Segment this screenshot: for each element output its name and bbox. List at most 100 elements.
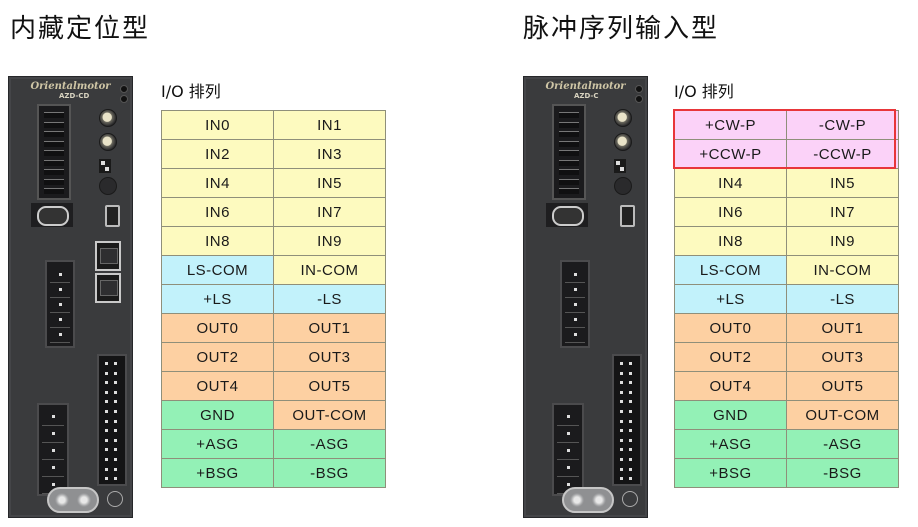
connector-pin [44,140,64,147]
connector-pin [617,427,637,434]
connector-pin [42,460,64,477]
pin-cell: +CW-P [674,110,787,140]
pin-cell: IN-COM [786,255,899,285]
connector-pin [102,427,122,434]
connector-pin [565,298,585,313]
screw-icon [77,493,91,507]
connector-pin [102,466,122,473]
pin-cell: LS-COM [161,255,274,285]
connector-pin [617,398,637,405]
pin-cell: IN0 [161,110,274,140]
pin-cell: IN4 [674,168,787,198]
power-led-icon [120,85,128,93]
pin-cell: IN5 [786,168,899,198]
connector-pin [617,446,637,453]
connector-pin [102,475,122,482]
driver-device-image: Orientalmotor AZD-C [523,76,648,518]
pin-cell: -CW-P [786,110,899,140]
pin-cell: IN7 [786,197,899,227]
connector-pin [565,268,585,283]
connector-pin [617,475,637,482]
pin-cell: +ASG [161,429,274,459]
io-connector [612,354,642,486]
pin-cell: OUT0 [674,313,787,343]
io-connector [97,354,127,486]
pin-cell: OUT2 [161,342,274,372]
connector-pin [559,131,579,137]
pin-cell: -LS [786,284,899,314]
connector-pin [44,131,64,137]
table-row: +ASG-ASG [161,429,386,459]
connector-pin [44,121,64,128]
network-port-icon [95,273,121,303]
pin-cell: +CCW-P [674,139,787,169]
table-row: +LS-LS [161,284,386,314]
pin-cell: +BSG [674,458,787,488]
pin-cell: OUT4 [161,371,274,401]
device-model-label: AZD-CD [59,92,90,100]
pin-cell: -ASG [273,429,386,459]
connector-pin [102,379,122,386]
connector-pin [617,379,637,386]
connector-pin [559,150,579,156]
panel-pulse-train-input: 脉冲序列输入型 Orientalmotor AZD-C I/O 排列 +CW-P… [513,0,918,527]
connector-pin [559,178,579,185]
table-row: +CW-P-CW-P [674,110,899,140]
ground-symbol-icon [107,491,123,507]
pin-cell: IN5 [273,168,386,198]
device-brand-logo: Orientalmotor [545,81,626,92]
connector-pin [559,169,579,175]
cn5-connector [37,104,71,200]
pin-cell: IN3 [273,139,386,169]
usb-port-icon [620,205,635,227]
power-connector [552,403,584,496]
network-port-icon [95,241,121,271]
connector-pin [559,159,579,166]
motor-connector [560,260,590,348]
pin-cell: GND [161,400,274,430]
motor-connector [45,260,75,348]
connector-pin [565,313,585,328]
connector-pin [102,360,122,367]
connector-pin [559,188,579,194]
connector-pin [557,443,579,460]
connector-pin [50,313,70,328]
connector-pin [102,418,122,425]
connector-pin [50,283,70,298]
connector-pin [42,426,64,443]
connector-pin [617,408,637,415]
pin-cell: IN4 [161,168,274,198]
pin-cell: GND [674,400,787,430]
table-row: +LS-LS [674,284,899,314]
alarm-led-icon [120,95,128,103]
pin-cell: OUT5 [273,371,386,401]
screw-icon [592,493,606,507]
driver-device-image: Orientalmotor AZD-CD [8,76,133,518]
rotary-switch-icon [99,133,117,151]
pin-cell: -CCW-P [786,139,899,169]
pin-cell: IN8 [674,226,787,256]
connector-pin [557,460,579,477]
reset-button-icon [614,177,632,195]
table-row: +BSG-BSG [161,458,386,488]
device-model-label: AZD-C [574,92,599,100]
encoder-connector [31,203,73,227]
pin-cell: IN6 [674,197,787,227]
table-row: +ASG-ASG [674,429,899,459]
connector-pin [44,150,64,156]
rotary-switch-icon [99,109,117,127]
connector-pin [102,437,122,444]
connector-pin [102,408,122,415]
pin-cell: -ASG [786,429,899,459]
connector-pin [617,389,637,396]
dip-switch-icon [614,159,626,173]
